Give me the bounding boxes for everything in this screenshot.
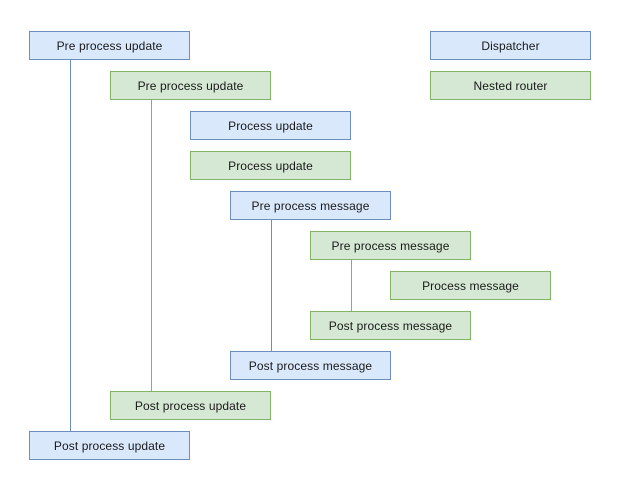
node-n4[interactable]: Process update	[190, 151, 351, 180]
node-label: Post process update	[134, 398, 247, 413]
node-label: Post process update	[53, 438, 166, 453]
node-label: Process update	[228, 158, 313, 173]
connector-n6-to-n8	[351, 260, 352, 311]
node-label: Pre process update	[137, 78, 244, 93]
node-label: Pre process update	[56, 38, 163, 53]
node-n5[interactable]: Pre process message	[230, 191, 391, 220]
node-n6[interactable]: Pre process message	[310, 231, 471, 260]
node-n1[interactable]: Pre process update	[29, 31, 190, 60]
connector-n2-to-n10	[151, 100, 152, 391]
node-label: Process update	[228, 118, 313, 133]
node-n3[interactable]: Process update	[190, 111, 351, 140]
node-label: Post process message	[248, 358, 373, 373]
legend-item-dispatcher[interactable]: Dispatcher	[430, 31, 591, 60]
node-label: Process message	[422, 278, 519, 293]
node-n7[interactable]: Process message	[390, 271, 551, 300]
node-n2[interactable]: Pre process update	[110, 71, 271, 100]
node-label: Pre process message	[251, 198, 370, 213]
legend-item-label: Dispatcher	[481, 38, 540, 53]
node-label: Pre process message	[331, 238, 450, 253]
node-n9[interactable]: Post process message	[230, 351, 391, 380]
node-n10[interactable]: Post process update	[110, 391, 271, 420]
legend-item-label: Nested router	[473, 78, 548, 93]
node-n8[interactable]: Post process message	[310, 311, 471, 340]
node-label: Post process message	[328, 318, 453, 333]
connector-n1-to-n11	[70, 60, 71, 431]
connector-n5-to-n9	[271, 220, 272, 351]
node-n11[interactable]: Post process update	[29, 431, 190, 460]
legend-item-router[interactable]: Nested router	[430, 71, 591, 100]
